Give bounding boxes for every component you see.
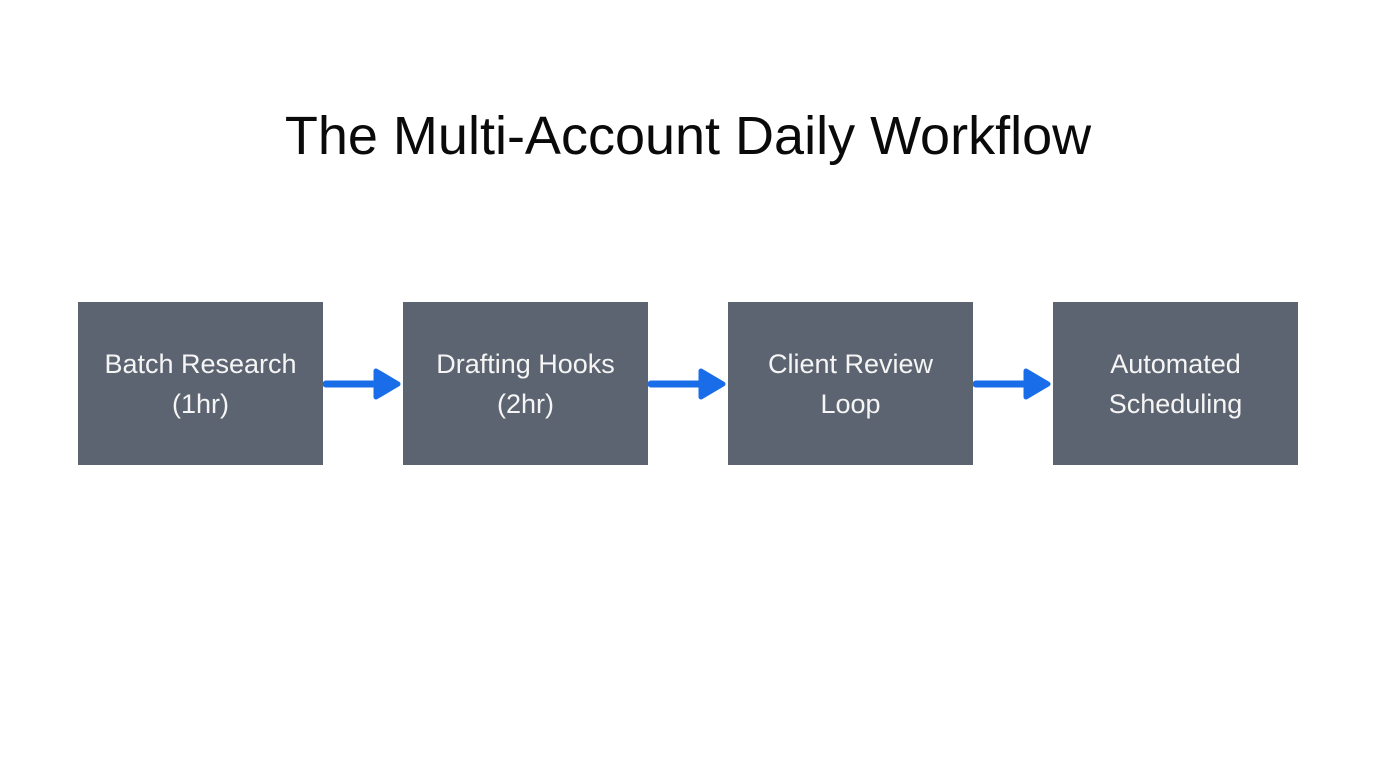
arrow-right-icon [323,364,403,404]
workflow-step-label: Client Review Loop [767,348,934,419]
workflow-flow-row: Batch Research (1hr) Drafting Hooks (2hr… [78,302,1298,465]
workflow-step-label: Drafting Hooks (2hr) [436,348,615,419]
workflow-step-automated-scheduling: Automated Scheduling [1053,302,1298,465]
arrow-right-icon [973,364,1053,404]
workflow-step-label: Batch Research (1hr) [104,348,297,419]
workflow-step-client-review-loop: Client Review Loop [728,302,973,465]
arrow-right-icon [648,364,728,404]
workflow-step-batch-research: Batch Research (1hr) [78,302,323,465]
workflow-step-drafting-hooks: Drafting Hooks (2hr) [403,302,648,465]
diagram-title: The Multi-Account Daily Workflow [284,106,1092,166]
workflow-step-label: Automated Scheduling [1108,348,1243,419]
